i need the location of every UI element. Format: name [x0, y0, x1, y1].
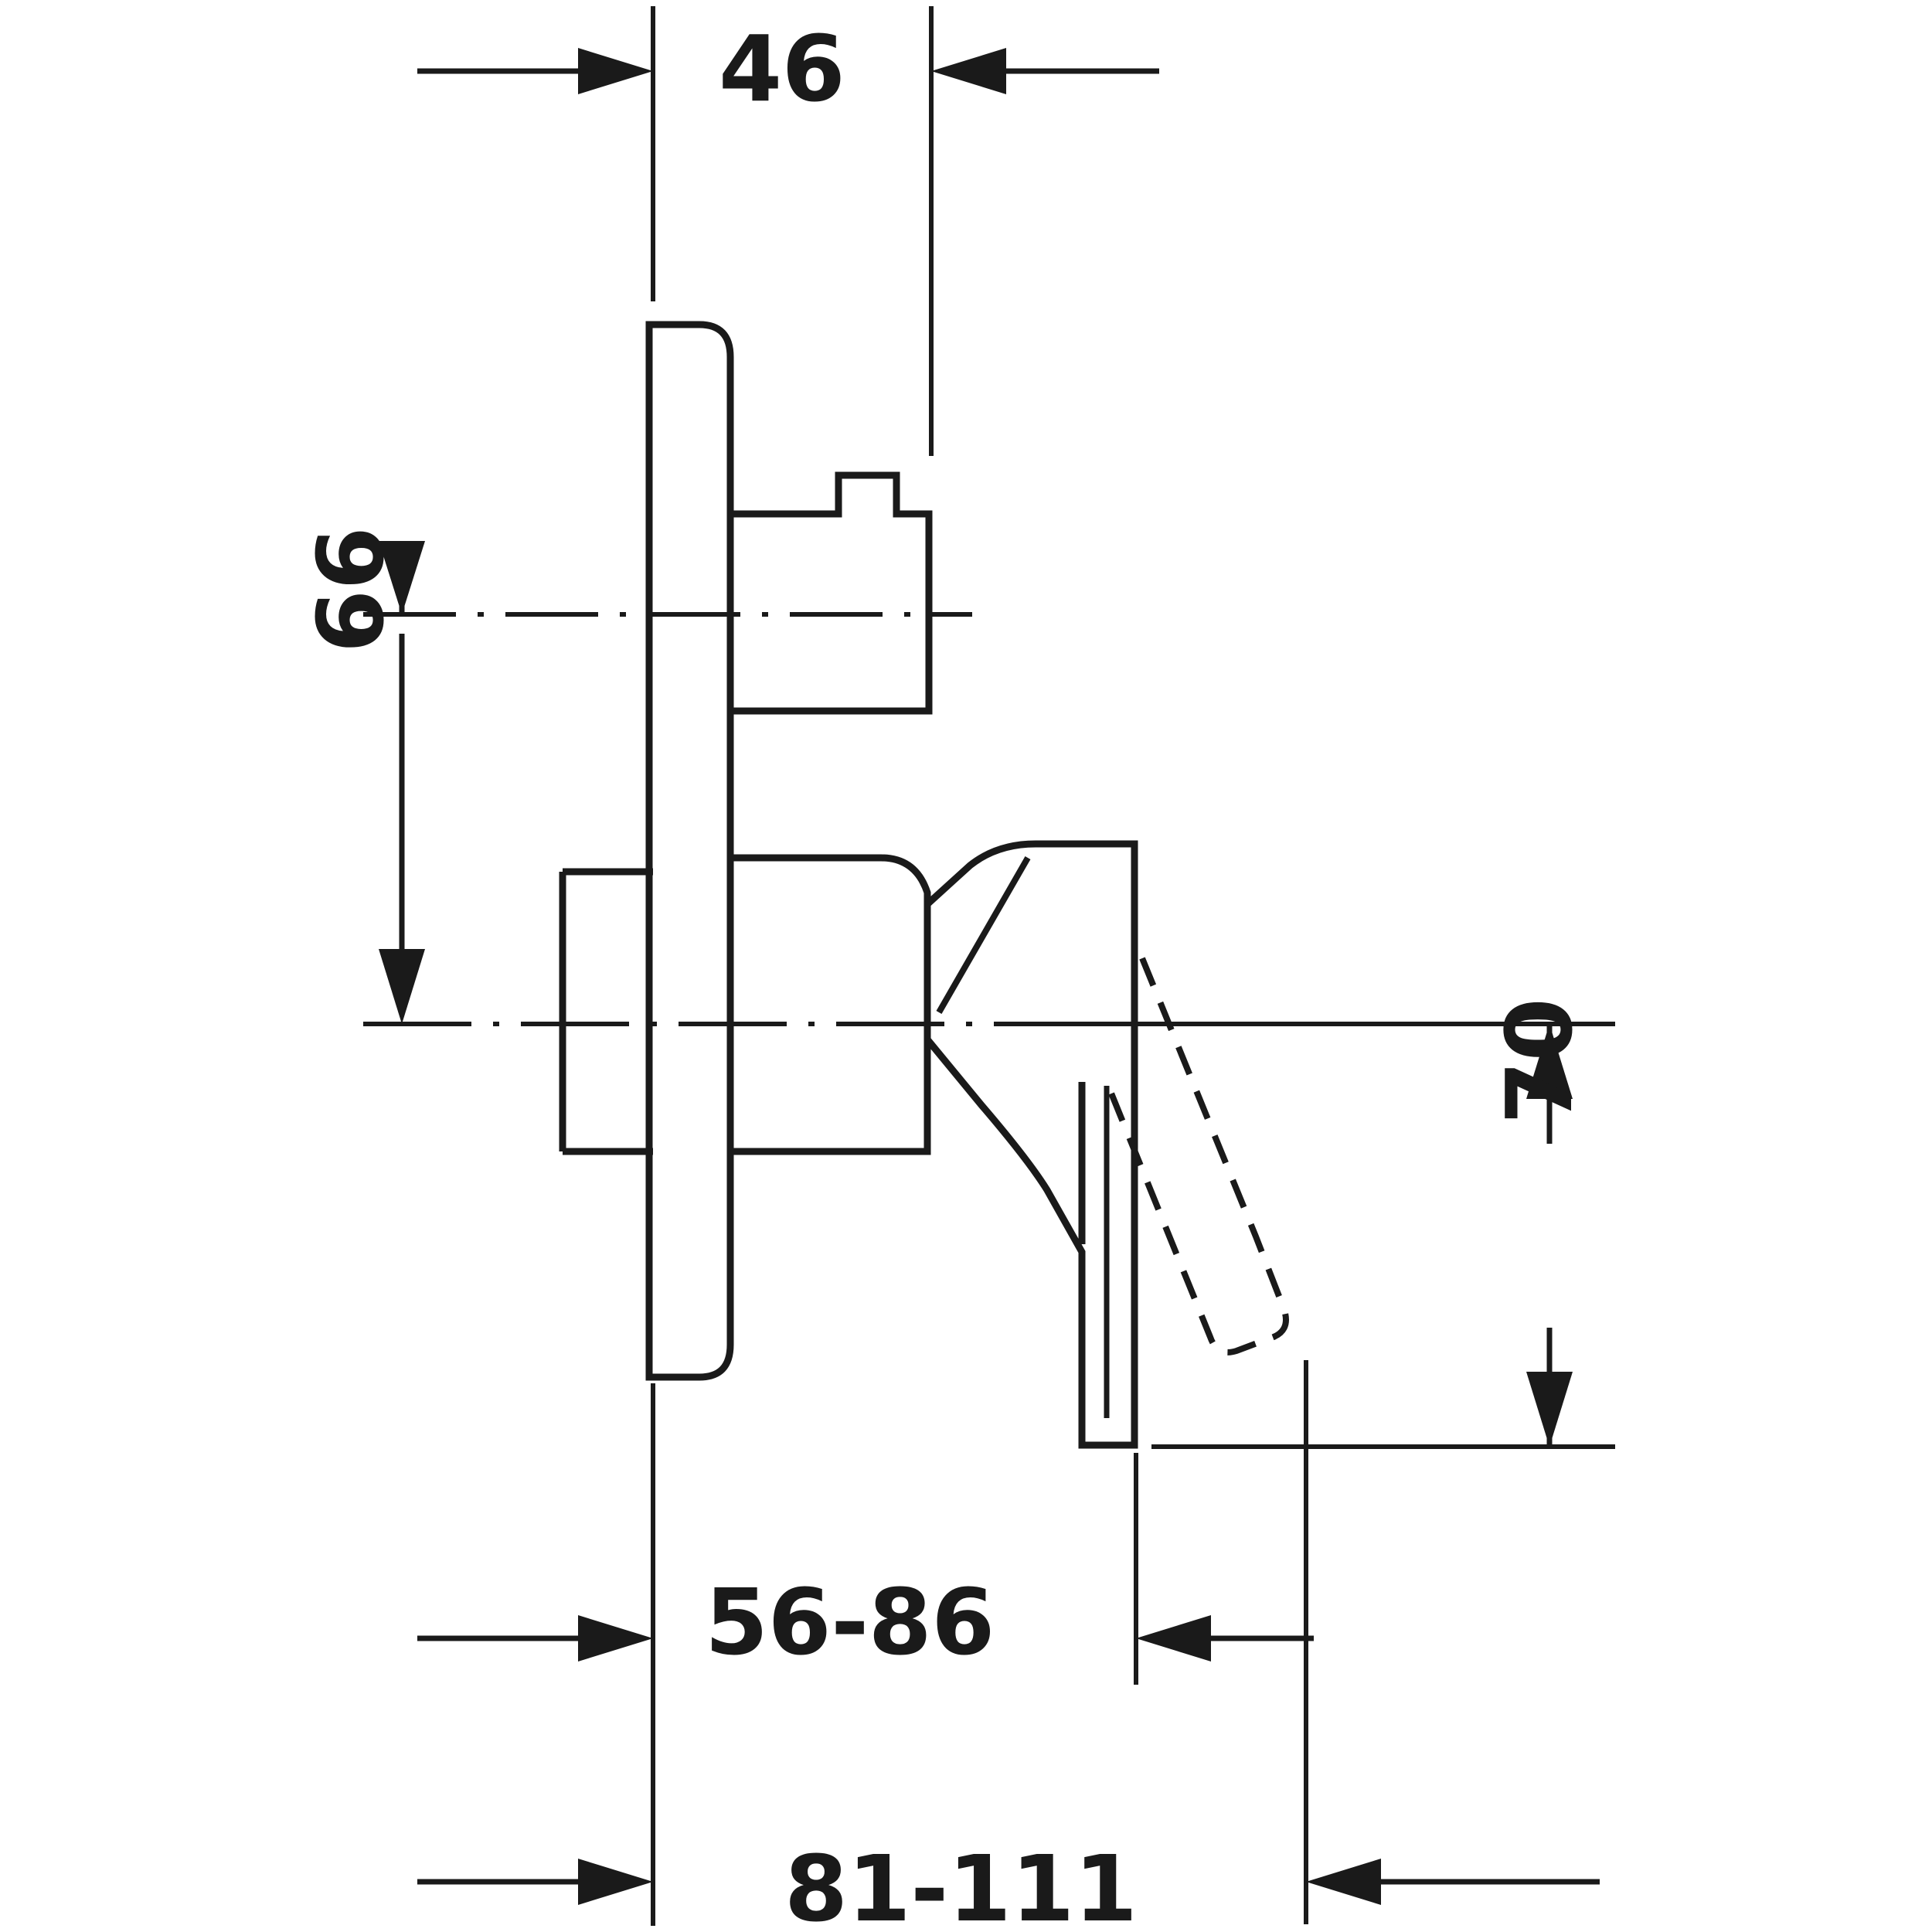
- dimension-66: [379, 541, 425, 1024]
- dimension-label-70: 70: [1486, 998, 1593, 1124]
- dimension-label-46: 46: [719, 15, 845, 122]
- lever-open-position-dashed: [1102, 957, 1289, 1355]
- dimension-label-66: 66: [298, 526, 404, 653]
- dimension-56-86: [417, 1615, 1314, 1662]
- diverter-outline: [730, 471, 933, 715]
- valve-body-outline: [559, 868, 653, 1155]
- dimension-70: [1526, 1024, 1573, 1447]
- dimension-label-56-86: 56-86: [705, 1569, 995, 1675]
- dimension-46: [417, 48, 1159, 94]
- dimension-label-81-111: 81-111: [784, 1835, 1138, 1932]
- lever-crease-line: [936, 856, 1031, 1014]
- mixer-housing-outline: [730, 854, 931, 1155]
- lever-body-outline: [923, 840, 1138, 1175]
- dimension-81-111: [417, 1859, 1600, 1905]
- wall-plate-outline: [645, 321, 734, 1381]
- lever-handle-outline: [924, 1037, 1138, 1449]
